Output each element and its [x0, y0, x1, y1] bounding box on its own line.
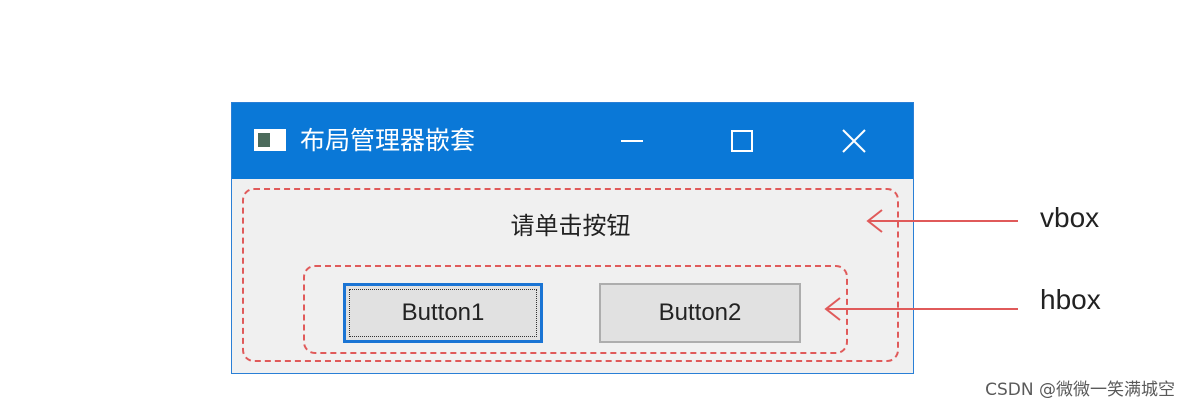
close-button[interactable]: [832, 121, 876, 161]
minimize-icon: [621, 140, 643, 142]
prompt-label: 请单击按钮: [510, 212, 631, 240]
vbox-annotation: vbox: [1040, 202, 1100, 233]
close-icon: [842, 129, 866, 153]
vbox-arrow-icon: [866, 209, 1018, 233]
button2[interactable]: Button2: [599, 283, 801, 343]
window-title: 布局管理器嵌套: [300, 126, 476, 155]
maximize-icon: [731, 130, 753, 152]
app-window-icon: [254, 129, 286, 151]
button1[interactable]: Button1: [343, 283, 543, 343]
maximize-button[interactable]: [720, 121, 764, 161]
minimize-button[interactable]: [610, 121, 654, 161]
watermark: CSDN @微微一笑满城空: [985, 380, 1175, 400]
app-window: 布局管理器嵌套 请单击按钮 Button1: [231, 102, 914, 374]
hbox-layout-outline: Button1 Button2: [303, 265, 848, 354]
hbox-arrow-icon: [824, 297, 1018, 321]
title-bar[interactable]: 布局管理器嵌套: [232, 103, 913, 179]
vbox-layout-outline: 请单击按钮 Button1 Button2: [242, 188, 899, 362]
hbox-annotation: hbox: [1040, 284, 1101, 315]
